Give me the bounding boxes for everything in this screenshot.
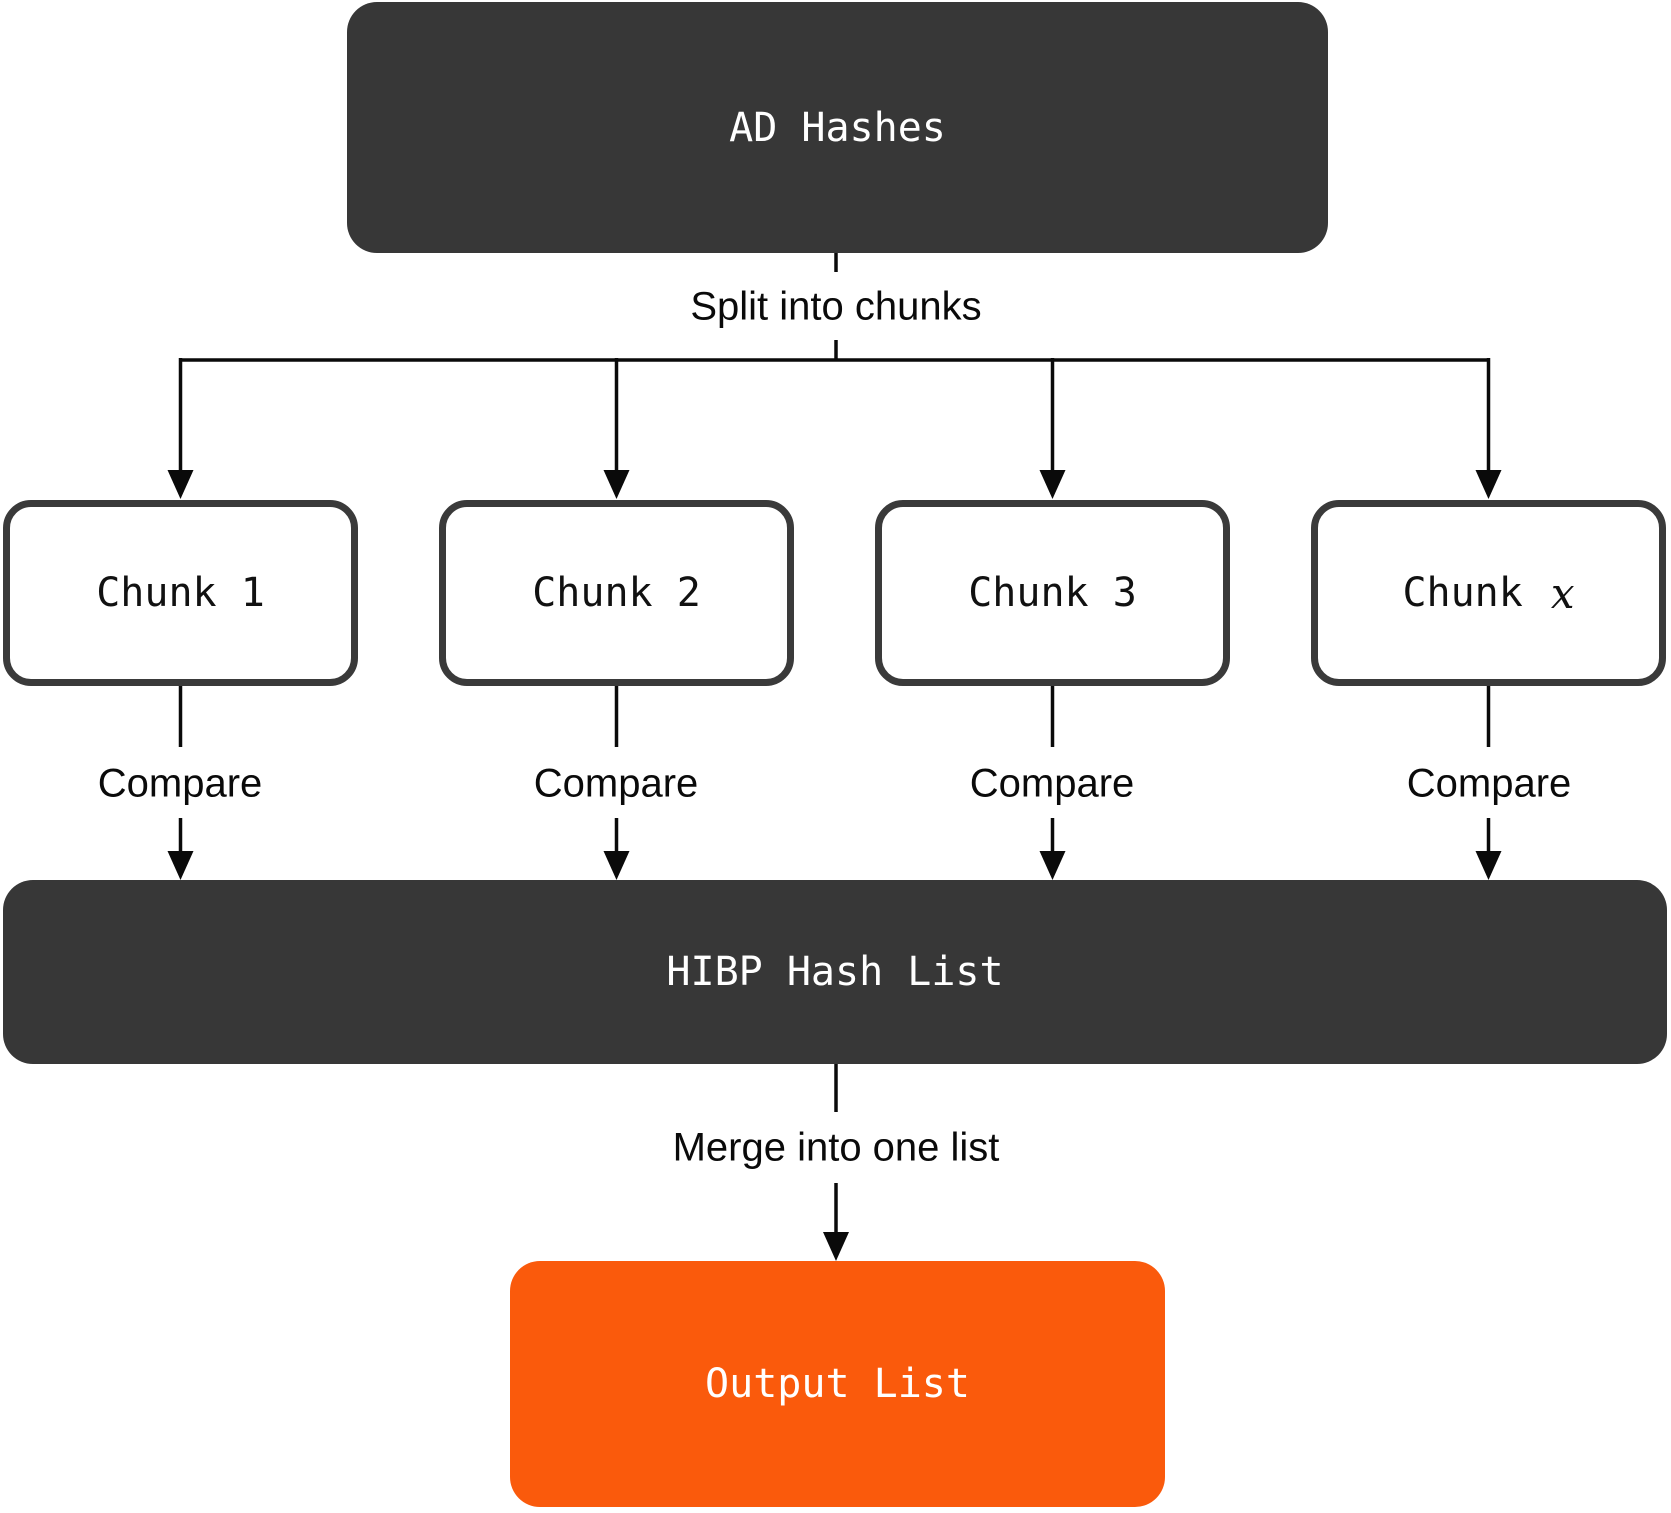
node-chunk-x-label-variable: x: [1550, 568, 1575, 618]
node-ad-hashes-label: AD Hashes: [729, 104, 946, 151]
edge-label-split: Split into chunks: [690, 284, 982, 329]
node-chunk-3-label: Chunk 3: [968, 570, 1137, 616]
node-chunk-2: Chunk 2: [439, 500, 794, 686]
arrowhead-compare-4: [1475, 851, 1502, 880]
arrowhead-chunk-2: [603, 470, 630, 499]
arrowhead-chunk-1: [167, 470, 194, 499]
arrowhead-chunk-x: [1475, 470, 1502, 499]
node-ad-hashes: AD Hashes: [347, 2, 1328, 253]
arrowhead-compare-2: [603, 851, 630, 880]
arrowhead-merge: [823, 1232, 849, 1261]
node-hibp-label: HIBP Hash List: [666, 949, 1004, 995]
edge-label-compare-3: Compare: [969, 761, 1135, 806]
edge-label-merge: Merge into one list: [672, 1125, 1000, 1170]
arrowhead-compare-3: [1039, 851, 1066, 880]
edge-label-compare-1: Compare: [97, 761, 263, 806]
arrowhead-chunk-3: [1039, 470, 1066, 499]
arrowhead-compare-1: [167, 851, 194, 880]
node-chunk-3: Chunk 3: [875, 500, 1230, 686]
edge-label-compare-2: Compare: [533, 761, 699, 806]
node-chunk-2-label: Chunk 2: [532, 570, 701, 616]
node-chunk-1: Chunk 1: [3, 500, 358, 686]
node-chunk-1-label: Chunk 1: [96, 570, 265, 616]
node-hibp-hash-list: HIBP Hash List: [3, 880, 1667, 1064]
node-chunk-x-label-prefix: Chunk: [1402, 570, 1523, 616]
edge-label-compare-4: Compare: [1406, 761, 1572, 806]
node-output-label: Output List: [705, 1361, 970, 1407]
node-output-list: Output List: [510, 1261, 1165, 1507]
